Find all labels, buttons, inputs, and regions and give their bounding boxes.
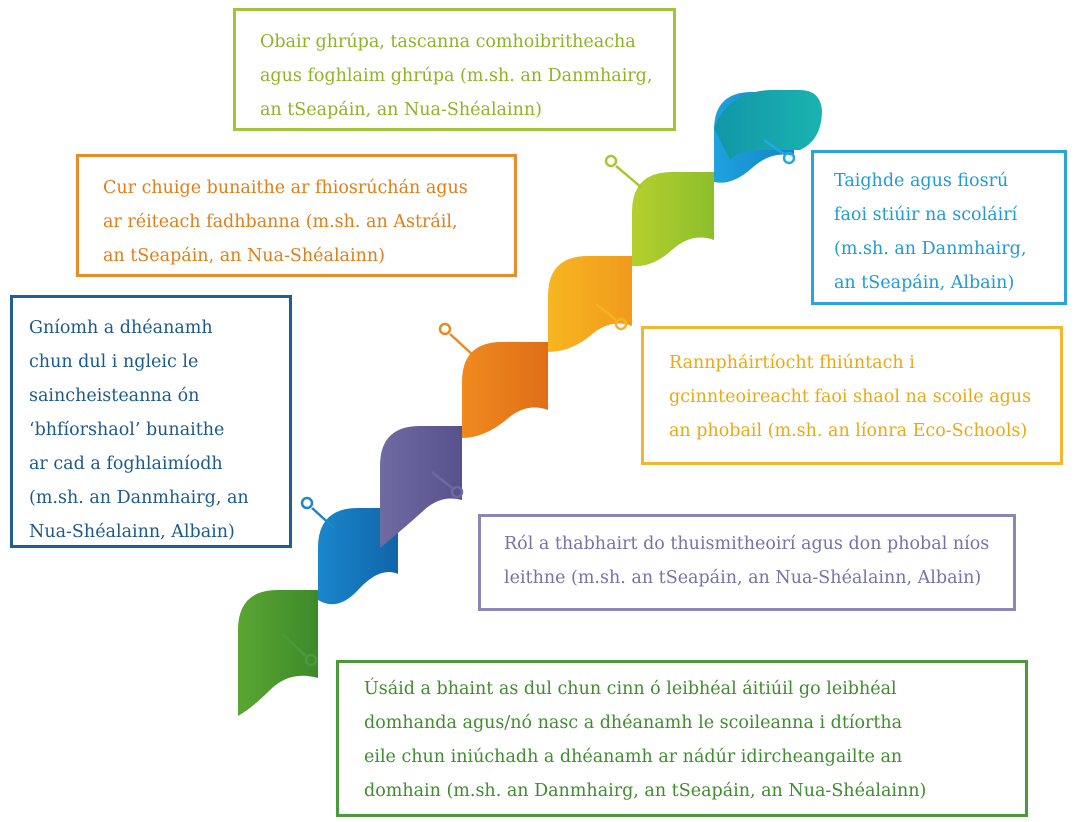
- connector-pins: [281, 138, 796, 667]
- parents-text-line: leithne (m.sh. an tSeapáin, an Nua-Shéal…: [504, 568, 982, 588]
- global-text-line: Úsáid a bhaint as dul chun cinn ó leibhé…: [364, 679, 897, 699]
- group-work-box: Obair ghrúpa, tascanna comhoibritheacha a…: [233, 8, 676, 131]
- group-work-text-line: an tSeapáin, an Nua-Shéalainn): [260, 100, 542, 120]
- decision-making-participation-box: Rannpháirtíocht fhiúntach i gcinnteoireac…: [641, 326, 1063, 465]
- connector-pin-lime: [604, 154, 643, 189]
- action-text-line: ‘bhfíorshaol’ bunaithe: [29, 420, 225, 440]
- global-text-line: domhanda agus/nó nasc a dhéanamh le scoi…: [364, 713, 903, 733]
- connector-pin-green: [281, 633, 318, 667]
- action-text-line: saincheisteanna ón: [29, 386, 200, 406]
- ribbon-step-green: [238, 590, 318, 716]
- ribbon-step-blue: [318, 508, 398, 605]
- ribbon-step-purple: [380, 426, 462, 548]
- inquiry-text-line: an tSeapáin, an Nua-Shéalainn): [103, 246, 385, 266]
- connector-pin-blue: [300, 496, 335, 529]
- parents-community-role-box: Ról a thabhairt do thuismitheoirí agus d…: [478, 514, 1016, 611]
- ribbon-step-lime: [632, 172, 714, 267]
- connector-pin-orange: [438, 322, 475, 357]
- ribbon-step-teal: [714, 90, 822, 160]
- parents-text-line: Ról a thabhairt do thuismitheoirí agus d…: [504, 534, 990, 554]
- research-text-line: Taighde agus fiosrú: [834, 171, 1009, 191]
- research-text-line: an tSeapáin, Albain): [834, 273, 1015, 293]
- action-text-line: chun dul i ngleic le: [29, 352, 199, 372]
- inquiry-text-line: ar réiteach fadhbanna (m.sh. an Astráil,: [103, 212, 458, 232]
- action-text-line: Gníomh a dhéanamh: [29, 318, 213, 338]
- group-work-text-line: agus foghlaim ghrúpa (m.sh. an Danmhairg…: [260, 66, 653, 86]
- participation-text-line: Rannpháirtíocht fhiúntach i: [669, 353, 915, 373]
- research-text-line: faoi stiúir na scoláirí: [834, 205, 1018, 225]
- research-text-line: (m.sh. an Danmhairg,: [834, 239, 1027, 259]
- student-led-research-box: Taighde agus fiosrú faoi stiúir na scolái…: [811, 150, 1067, 305]
- group-work-text-line: Obair ghrúpa, tascanna comhoibritheacha: [260, 32, 636, 52]
- connector-pin-sky: [763, 138, 796, 165]
- inquiry-text-line: Cur chuige bunaithe ar fhiosrúchán agus: [103, 178, 468, 198]
- action-text-line: Nua-Shéalainn, Albain): [29, 522, 235, 542]
- action-text-line: (m.sh. an Danmhairg, an: [29, 488, 249, 508]
- action-text-line: ar cad a foghlaimíodh: [29, 454, 223, 474]
- ribbon-step-orange: [462, 342, 548, 438]
- real-life-action-box: Gníomh a dhéanamh chun dul i ngleic le sai…: [10, 295, 292, 548]
- participation-text-line: an phobail (m.sh. an líonra Eco-Schools): [669, 421, 1028, 441]
- global-text-line: eile chun iniúchadh a dhéanamh ar nádúr …: [364, 747, 903, 767]
- inquiry-based-box: Cur chuige bunaithe ar fhiosrúchán agus a…: [76, 154, 517, 277]
- connector-pin-purple: [431, 471, 464, 499]
- local-to-global-box: Úsáid a bhaint as dul chun cinn ó leibhé…: [336, 660, 1028, 817]
- connector-pin-amber: [595, 303, 628, 331]
- ribbon-step-amber: [548, 256, 632, 352]
- global-text-line: domhain (m.sh. an Danmhairg, an tSeapáin…: [364, 781, 927, 801]
- participation-text-line: gcinnteoireacht faoi shaol na scoile agu…: [669, 387, 1032, 407]
